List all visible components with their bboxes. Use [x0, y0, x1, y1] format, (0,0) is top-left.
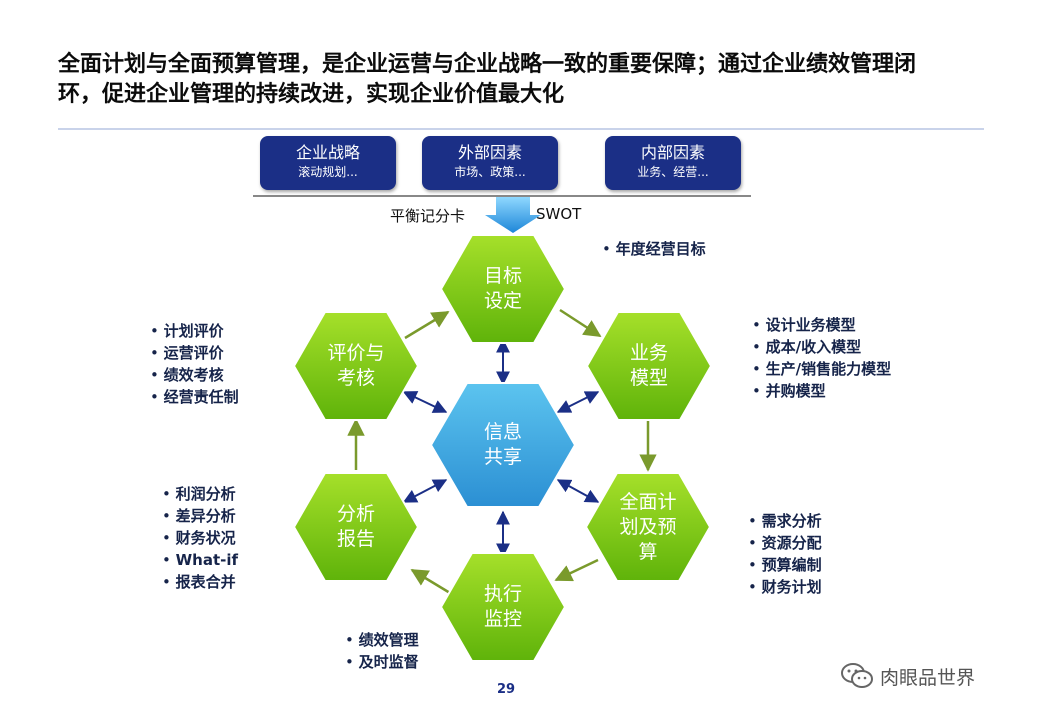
factor-strategy: 企业战略 滚动规划...: [260, 136, 396, 190]
cycle-arrow-exec-analysis: [410, 568, 456, 598]
spoke-center-business: [556, 391, 600, 413]
hex-exec: [439, 552, 567, 662]
cycle-arrow-goal-business: [559, 308, 602, 338]
factor-external: 外部因素 市场、政策...: [422, 136, 558, 190]
list-item: 经营责任制: [150, 386, 239, 408]
list-item: What-if: [162, 549, 238, 571]
list-item: 财务状况: [162, 527, 238, 549]
hex-plan: [584, 472, 712, 582]
wechat-icon: [841, 663, 873, 688]
list-item: 资源分配: [748, 532, 822, 554]
method-swot: SWOT: [536, 205, 582, 223]
hex-business: [585, 311, 713, 421]
list-item: 生产/销售能力模型: [752, 358, 891, 380]
hex-goal-label: 目标设定: [483, 265, 522, 312]
bullets-goal: 年度经营目标: [602, 238, 706, 260]
hex-business-label: 业务模型: [629, 342, 668, 389]
bullets-business: 设计业务模型 成本/收入模型 生产/销售能力模型 并购模型: [752, 314, 891, 402]
factor-baseline: [253, 195, 751, 197]
hex-analysis-label: 分析报告: [336, 503, 375, 550]
list-item: 成本/收入模型: [752, 336, 891, 358]
bullets-exec: 绩效管理 及时监督: [345, 629, 419, 673]
factor-strategy-label: 企业战略: [295, 143, 360, 162]
list-item: 及时监督: [345, 651, 419, 673]
list-item: 运营评价: [150, 342, 239, 364]
hex-plan-label: 全面计划及预算: [619, 491, 677, 563]
bullets-analysis: 利润分析 差异分析 财务状况 What-if 报表合并: [162, 483, 238, 593]
method-balanced-scorecard: 平衡记分卡: [390, 207, 466, 225]
watermark: 肉眼品世界: [840, 662, 975, 690]
list-item: 报表合并: [162, 571, 238, 593]
bullets-eval: 计划评价 运营评价 绩效考核 经营责任制: [150, 320, 239, 408]
page-title: 全面计划与全面预算管理，是企业运营与企业战略一致的重要保障；通过企业绩效管理闭环…: [58, 52, 917, 107]
spoke-center-analysis: [402, 479, 448, 503]
spoke-center-eval: [402, 391, 448, 413]
page-number: 29: [497, 682, 516, 697]
factor-external-label: 外部因素: [457, 143, 522, 162]
hex-eval: [292, 311, 420, 421]
cycle-arrow-eval-goal: [404, 310, 450, 340]
factor-strategy-sub: 滚动规划...: [298, 165, 358, 179]
hex-eval-label: 评价与考核: [327, 342, 385, 389]
hex-analysis: [292, 472, 420, 582]
title-divider: [58, 128, 984, 130]
list-item: 设计业务模型: [752, 314, 891, 336]
factor-input-arrow: [485, 197, 541, 233]
factor-internal-sub: 业务、经营...: [637, 165, 709, 179]
list-item: 利润分析: [162, 483, 238, 505]
list-item: 财务计划: [748, 576, 822, 598]
cycle-arrow-plan-exec: [554, 558, 599, 582]
list-item: 并购模型: [752, 380, 891, 402]
list-item: 差异分析: [162, 505, 238, 527]
hex-center-label: 信息共享: [483, 421, 522, 468]
factor-internal: 内部因素 业务、经营...: [605, 136, 741, 190]
spoke-center-plan: [556, 479, 600, 503]
list-item: 绩效管理: [345, 629, 419, 651]
list-item: 年度经营目标: [602, 238, 706, 260]
watermark-text: 肉眼品世界: [880, 666, 976, 689]
hex-center: [429, 382, 577, 508]
list-item: 预算编制: [748, 554, 822, 576]
factor-internal-label: 内部因素: [640, 143, 705, 162]
hex-goal: [439, 234, 567, 344]
bullets-plan: 需求分析 资源分配 预算编制 财务计划: [748, 510, 822, 598]
list-item: 需求分析: [748, 510, 822, 532]
list-item: 计划评价: [150, 320, 239, 342]
factor-external-sub: 市场、政策...: [454, 165, 526, 179]
list-item: 绩效考核: [150, 364, 239, 386]
hex-exec-label: 执行监控: [483, 583, 522, 630]
